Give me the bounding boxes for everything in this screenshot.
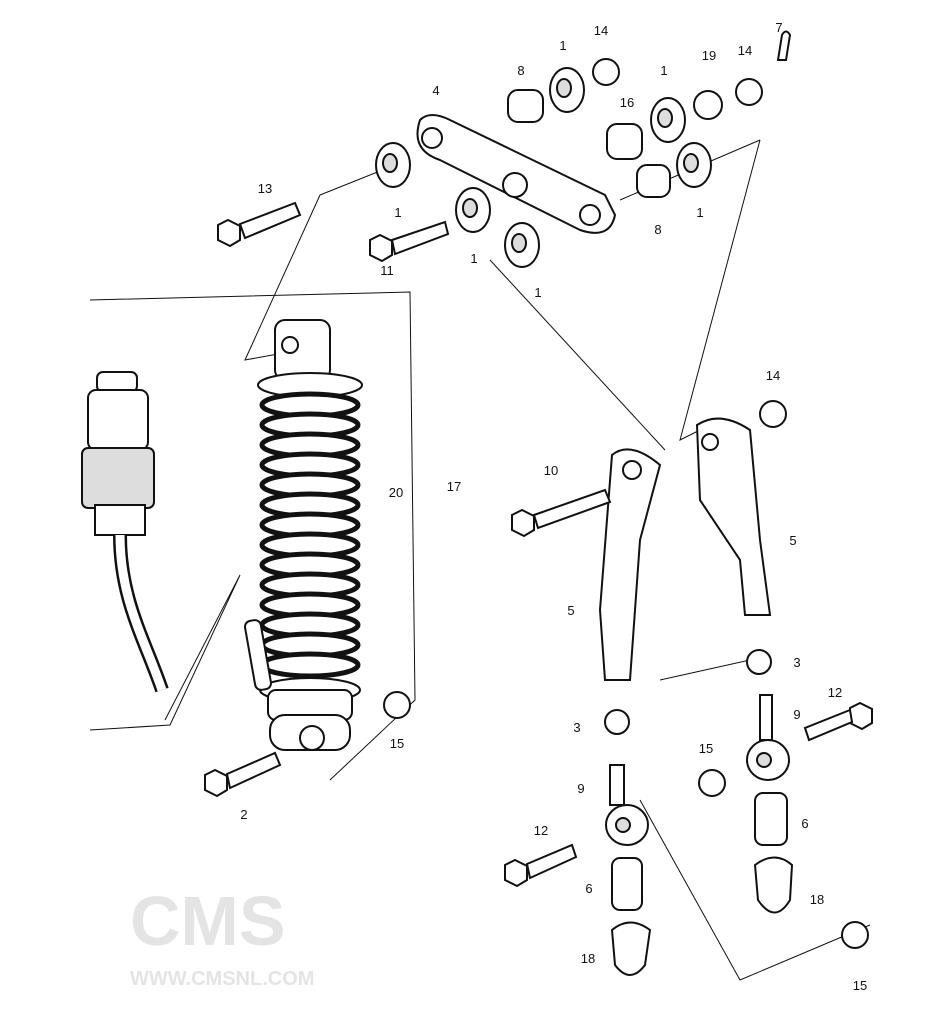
callout-1: 1 [470, 251, 477, 266]
watermark: CMS WWW.CMSNL.COM [130, 882, 314, 990]
callout-3: 3 [573, 720, 580, 735]
watermark-logo: CMS [130, 882, 286, 960]
callout-19: 19 [702, 48, 716, 63]
callout-4: 4 [432, 83, 439, 98]
callout-5: 5 [567, 603, 574, 618]
callout-1: 1 [696, 205, 703, 220]
callout-11: 11 [380, 263, 394, 278]
callout-12: 12 [828, 685, 842, 700]
callout-15: 15 [853, 978, 867, 993]
callout-labels: 7 14 1 8 1 19 14 4 16 13 1 8 1 11 1 1 14… [240, 20, 867, 993]
callout-9: 9 [577, 781, 584, 796]
callout-2: 2 [240, 807, 247, 822]
callout-1: 1 [394, 205, 401, 220]
callout-8: 8 [517, 63, 524, 78]
bushings-and-nuts [375, 30, 869, 949]
callout-13: 13 [258, 181, 272, 196]
rod-ends [605, 694, 794, 976]
watermark-url: WWW.CMSNL.COM [130, 968, 314, 990]
callout-18: 18 [810, 892, 824, 907]
callout-1: 1 [660, 63, 667, 78]
callout-14: 14 [738, 43, 752, 58]
callout-17: 17 [447, 479, 461, 494]
callout-8: 8 [654, 222, 661, 237]
callout-15: 15 [390, 736, 404, 751]
callout-6: 6 [585, 881, 592, 896]
callout-14: 14 [594, 23, 608, 38]
tie-rods [598, 417, 772, 681]
callout-16: 16 [620, 95, 634, 110]
linkage-plate [416, 114, 617, 234]
bolts [204, 201, 873, 888]
callout-20: 20 [389, 485, 403, 500]
reservoir [81, 371, 169, 693]
callout-9: 9 [793, 707, 800, 722]
callout-3: 3 [793, 655, 800, 670]
callout-12: 12 [534, 823, 548, 838]
spring-coil [259, 651, 361, 679]
callout-18: 18 [581, 951, 595, 966]
callout-1: 1 [559, 38, 566, 53]
callout-6: 6 [801, 816, 808, 831]
callout-14: 14 [766, 368, 780, 383]
callout-7: 7 [775, 20, 782, 35]
callout-15: 15 [699, 741, 713, 756]
shock-absorber [243, 319, 363, 751]
leader-lines [89, 139, 871, 981]
callout-10: 10 [544, 463, 558, 478]
callout-5: 5 [789, 533, 796, 548]
callout-1: 1 [534, 285, 541, 300]
